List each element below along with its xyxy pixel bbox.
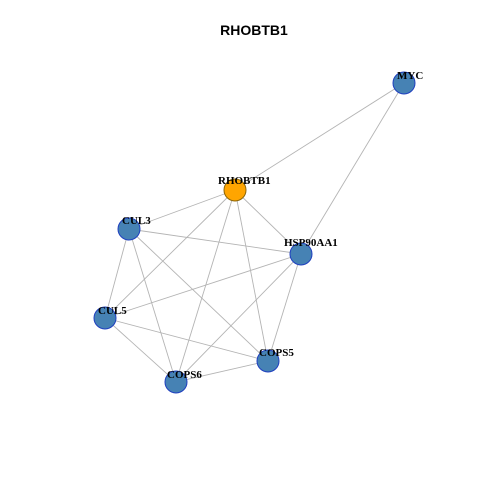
edge-rhobtb1-cul5 <box>104 189 236 319</box>
graph-title: RHOBTB1 <box>220 22 288 38</box>
edge-cops5-cops6 <box>175 360 269 383</box>
node-cul5 <box>93 306 117 330</box>
node-layer <box>93 71 416 394</box>
node-cops5 <box>256 349 280 373</box>
node-hsp90aa1 <box>289 242 313 266</box>
edge-rhobtb1-cops5 <box>234 189 269 362</box>
node-label-rhobtb1: RHOBTB1 <box>218 175 271 187</box>
node-label-hsp90aa1: HSP90AA1 <box>284 237 338 249</box>
node-label-cul3: CUL3 <box>122 215 151 227</box>
edge-hsp90aa1-cops5 <box>267 253 302 362</box>
node-myc <box>392 71 416 95</box>
edge-layer <box>104 82 405 383</box>
edge-cul3-hsp90aa1 <box>128 228 302 255</box>
edge-cul3-cul5 <box>104 228 130 319</box>
edge-myc-hsp90aa1 <box>300 82 405 255</box>
edge-cul5-cops6 <box>104 317 177 383</box>
edge-hsp90aa1-cops6 <box>175 253 302 383</box>
node-rhobtb1 <box>223 178 247 202</box>
edge-cul3-cops5 <box>128 228 269 362</box>
node-label-myc: MYC <box>397 70 423 82</box>
edge-rhobtb1-cul3 <box>128 189 236 230</box>
node-cops6 <box>164 370 188 394</box>
node-cul3 <box>117 217 141 241</box>
edge-hsp90aa1-cul5 <box>104 253 302 319</box>
edge-rhobtb1-myc <box>234 82 405 191</box>
node-label-cul5: CUL5 <box>98 305 127 317</box>
edge-rhobtb1-cops6 <box>175 189 236 383</box>
node-label-cops5: COPS5 <box>259 347 294 359</box>
edge-rhobtb1-hsp90aa1 <box>234 189 302 255</box>
edge-cul5-cops5 <box>104 317 269 362</box>
edge-cul3-cops6 <box>128 228 177 383</box>
node-label-cops6: COPS6 <box>167 369 202 381</box>
